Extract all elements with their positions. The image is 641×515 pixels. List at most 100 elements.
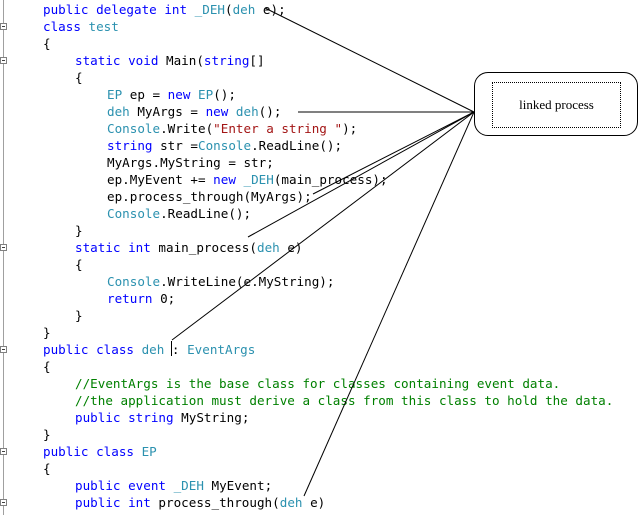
- code-token: public event: [75, 478, 174, 493]
- code-line: public event _DEH MyEvent;: [75, 477, 272, 494]
- code-token: public int: [75, 495, 159, 510]
- connector-line: [247, 111, 475, 238]
- code-line: string str =Console.ReadLine();: [107, 137, 342, 154]
- code-token: string: [107, 138, 153, 153]
- code-token: deh: [232, 2, 256, 17]
- code-token: ep.MyEvent +=: [107, 172, 214, 187]
- code-token: ep.process_through(MyArgs);: [107, 189, 312, 204]
- callout-text-box: linked process: [492, 82, 621, 128]
- code-token: ();: [258, 104, 282, 119]
- code-token: deh: [279, 495, 303, 510]
- code-token: e);: [255, 2, 286, 17]
- linked-process-callout: linked process: [474, 72, 638, 136]
- code-token: ep =: [122, 87, 168, 102]
- code-token: (: [225, 2, 233, 17]
- code-line: }: [43, 324, 51, 341]
- code-token: new: [167, 87, 199, 102]
- code-token: public class: [43, 444, 142, 459]
- fold-toggle-icon[interactable]: [0, 57, 7, 64]
- code-token: 0;: [160, 291, 176, 306]
- code-line: public class EP: [43, 443, 157, 460]
- code-line: MyArgs.MyString = str;: [107, 154, 274, 171]
- code-token: {: [43, 359, 51, 374]
- code-line: {: [43, 460, 51, 477]
- code-token: EP: [141, 444, 157, 459]
- code-token: EP: [198, 87, 214, 102]
- code-token: static void: [75, 53, 166, 68]
- code-token: public string: [75, 410, 182, 425]
- connector-line: [312, 111, 475, 195]
- code-token: {: [75, 70, 83, 85]
- code-token: e): [302, 495, 326, 510]
- code-token: :: [164, 342, 188, 357]
- code-line: public int process_through(deh e): [75, 494, 325, 511]
- code-token: []: [249, 53, 265, 68]
- code-token: MyArgs.MyString = str;: [107, 155, 274, 170]
- code-token: //the application must derive a class fr…: [75, 393, 614, 408]
- code-token: .WriteLine(e.MyString);: [160, 274, 335, 289]
- code-token: string: [203, 53, 250, 68]
- code-token: Console: [107, 274, 161, 289]
- code-token: new: [205, 104, 236, 119]
- connector-line: [303, 111, 475, 497]
- code-line: Console.Write("Enter a string ");: [107, 120, 357, 137]
- code-token: ();: [213, 87, 236, 102]
- code-token: .ReadLine();: [251, 138, 343, 153]
- code-token: public class: [43, 342, 142, 357]
- fold-toggle-icon[interactable]: [0, 23, 7, 30]
- gutter-outline-line: [3, 0, 4, 515]
- code-line: {: [75, 256, 83, 273]
- code-line: ep.MyEvent += new _DEH(main_process);: [107, 171, 388, 188]
- code-token: .Write(: [160, 121, 214, 136]
- code-token: main_process(: [158, 240, 257, 255]
- code-token: }: [43, 427, 51, 442]
- code-token: deh: [141, 342, 165, 357]
- fold-toggle-icon[interactable]: [0, 244, 7, 251]
- code-token: _DEH: [173, 478, 204, 493]
- code-line: {: [43, 358, 51, 375]
- code-token: Console: [198, 138, 252, 153]
- code-token: class: [43, 19, 89, 34]
- code-token: }: [43, 325, 51, 340]
- code-token: MyEvent;: [203, 478, 273, 493]
- code-line: public string MyString;: [75, 409, 249, 426]
- code-token: _DEH: [243, 172, 274, 187]
- code-token: }: [75, 308, 83, 323]
- code-token: Main(: [166, 53, 204, 68]
- code-token: {: [43, 36, 51, 51]
- code-token: public delegate int: [43, 2, 195, 17]
- code-token: return: [107, 291, 161, 306]
- code-token: process_through(: [158, 495, 280, 510]
- code-token: .ReadLine();: [160, 206, 252, 221]
- code-line: ep.process_through(MyArgs);: [107, 188, 312, 205]
- code-token: deh: [235, 104, 259, 119]
- code-token: EventArgs: [187, 342, 256, 357]
- code-line: EP ep = new EP();: [107, 86, 236, 103]
- code-line: }: [75, 307, 83, 324]
- fold-toggle-icon[interactable]: [0, 499, 7, 506]
- code-token: //EventArgs is the base class for classe…: [75, 376, 561, 391]
- code-line: public class deh : EventArgs: [43, 341, 255, 358]
- text-caret: [171, 341, 172, 356]
- fold-toggle-icon[interactable]: [0, 346, 7, 353]
- fold-toggle-icon[interactable]: [0, 448, 7, 455]
- code-token: MyString;: [181, 410, 250, 425]
- code-line: }: [43, 426, 51, 443]
- code-token: test: [88, 19, 119, 34]
- code-token: Console: [107, 206, 161, 221]
- code-token: EP: [107, 87, 123, 102]
- code-token: Console: [107, 121, 161, 136]
- code-line: class test: [43, 18, 119, 35]
- code-token: _DEH: [194, 2, 225, 17]
- code-token: {: [75, 257, 83, 272]
- code-line: deh MyArgs = new deh();: [107, 103, 281, 120]
- code-line: static void Main(string[]: [75, 52, 265, 69]
- code-line: }: [75, 222, 83, 239]
- code-token: }: [75, 223, 83, 238]
- connector-line: [264, 7, 475, 113]
- code-line: Console.ReadLine();: [107, 205, 251, 222]
- code-line: public delegate int _DEH(deh e);: [43, 1, 286, 18]
- code-token: str =: [152, 138, 198, 153]
